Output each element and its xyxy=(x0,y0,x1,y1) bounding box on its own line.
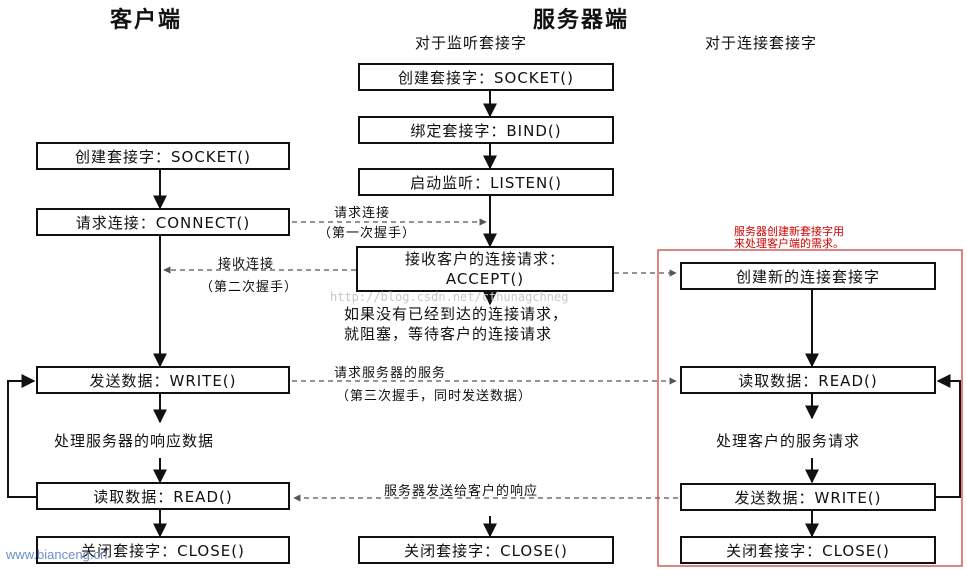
red-note: 服务器创建新套接字用 来处理客户端的需求。 xyxy=(734,226,844,250)
accept-line1: 接收客户的连接请求： xyxy=(404,250,565,268)
conn-close-box: 关闭套接字：CLOSE() xyxy=(680,536,936,564)
label-req-service: 请求服务器的服务 xyxy=(334,366,447,381)
label-handshake3: （第三次握手，同时发送数据） xyxy=(336,389,533,404)
conn-create-box: 创建新的连接套接字 xyxy=(680,262,936,290)
label-handshake2: （第二次握手） xyxy=(200,280,299,295)
client-process-text: 处理服务器的响应数据 xyxy=(54,432,215,450)
watermark-site: www.bianceng.cn xyxy=(6,547,108,562)
label-req-conn: 请求连接 xyxy=(334,206,391,221)
accept-line2: ACCEPT() xyxy=(445,270,525,288)
client-read-box: 读取数据：READ() xyxy=(36,482,290,510)
block-line2: 就阻塞，等待客户的连接请求 xyxy=(344,325,553,343)
header-listen-socket: 对于监听套接字 xyxy=(415,34,528,52)
listen-bind-box: 绑定套接字：BIND() xyxy=(358,116,614,144)
header-conn-socket: 对于连接套接字 xyxy=(705,34,818,52)
client-connect-box: 请求连接：CONNECT() xyxy=(36,208,290,236)
conn-read-box: 读取数据：READ() xyxy=(680,366,936,394)
label-response: 服务器发送给客户的响应 xyxy=(384,484,539,499)
listen-close-box: 关闭套接字：CLOSE() xyxy=(358,536,614,564)
conn-process-text: 处理客户的服务请求 xyxy=(716,432,861,450)
arrow-conn-loop xyxy=(936,374,961,498)
arrow-client-loop xyxy=(7,374,36,498)
header-server: 服务器端 xyxy=(533,8,630,33)
client-close-box: 关闭套接字：CLOSE() xyxy=(36,536,290,564)
listen-accept-box: 接收客户的连接请求： ACCEPT() xyxy=(356,246,614,292)
note-line2: 来处理客户端的需求。 xyxy=(734,237,844,250)
listen-block-text: 如果没有已经到达的连接请求， 就阻塞，等待客户的连接请求 xyxy=(344,304,568,344)
listen-listen-box: 启动监听：LISTEN() xyxy=(358,168,614,196)
conn-socket-frame xyxy=(657,249,963,567)
client-socket-box: 创建套接字：SOCKET() xyxy=(36,142,290,170)
listen-socket-box: 创建套接字：SOCKET() xyxy=(358,63,614,91)
conn-write-box: 发送数据：WRITE() xyxy=(680,483,936,511)
block-line1: 如果没有已经到达的连接请求， xyxy=(344,305,569,323)
header-client: 客户端 xyxy=(110,8,183,33)
client-write-box: 发送数据：WRITE() xyxy=(36,366,290,394)
label-recv-conn: 接收连接 xyxy=(218,257,275,272)
note-line1: 服务器创建新套接字用 xyxy=(734,225,844,238)
watermark-csdn: http://blog.csdn.net/cthunagchneg xyxy=(330,290,569,304)
label-handshake1: （第一次握手） xyxy=(318,226,417,241)
